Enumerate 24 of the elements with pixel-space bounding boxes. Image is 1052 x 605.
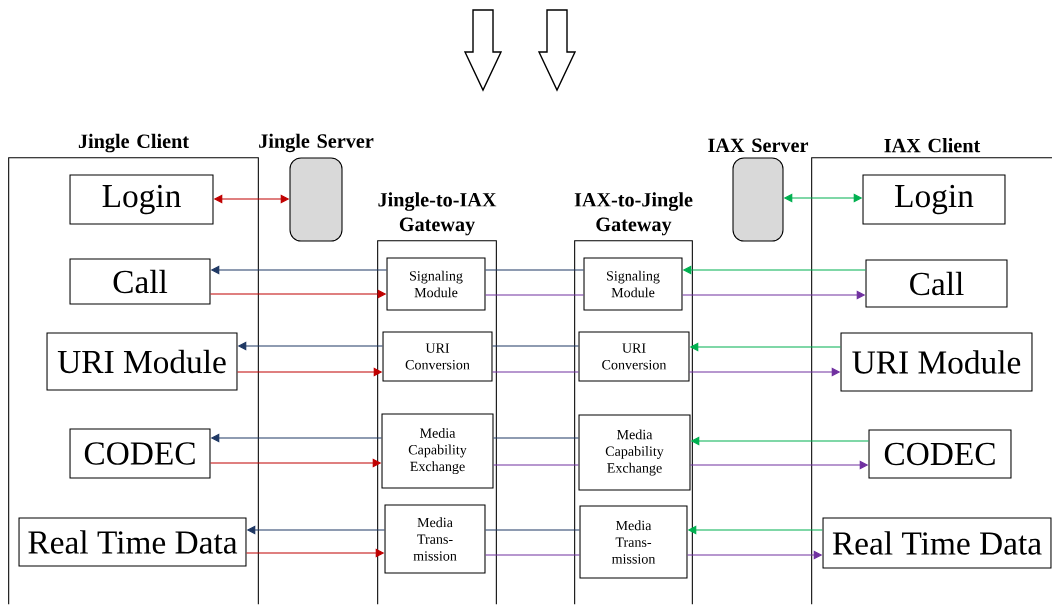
component-box: Real Time Data	[18, 517, 247, 567]
component-box: CODEC	[69, 428, 211, 479]
module-box: Signaling Module	[386, 257, 486, 311]
component-box: Real Time Data	[822, 517, 1052, 569]
heading: Jingle Client	[78, 133, 189, 153]
component-box: Login	[862, 174, 1006, 225]
heading: IAX Server	[708, 138, 809, 153]
module-box: Media Capability Exchange	[381, 413, 494, 489]
module-box: Media Trans- mission	[384, 504, 486, 574]
heading: IAX-to-Jingle Gateway	[574, 192, 693, 236]
component-box: Call	[69, 258, 211, 305]
component-box: URI Module	[46, 332, 238, 391]
component-box: Call	[865, 259, 1008, 308]
component-box: Login	[69, 174, 214, 225]
heading: Jingle Server	[259, 133, 374, 153]
module-box: Media Capability Exchange	[578, 414, 691, 491]
heading: Jingle-to-IAX Gateway	[378, 192, 497, 236]
module-box: Media Trans- mission	[579, 505, 688, 579]
module-box: Signaling Module	[583, 257, 683, 311]
component-box: CODEC	[868, 429, 1012, 479]
component-box: URI Module	[840, 332, 1033, 392]
module-box: URI Conversion	[382, 331, 493, 382]
module-box: URI Conversion	[578, 331, 690, 382]
heading: IAX Client	[884, 138, 981, 153]
